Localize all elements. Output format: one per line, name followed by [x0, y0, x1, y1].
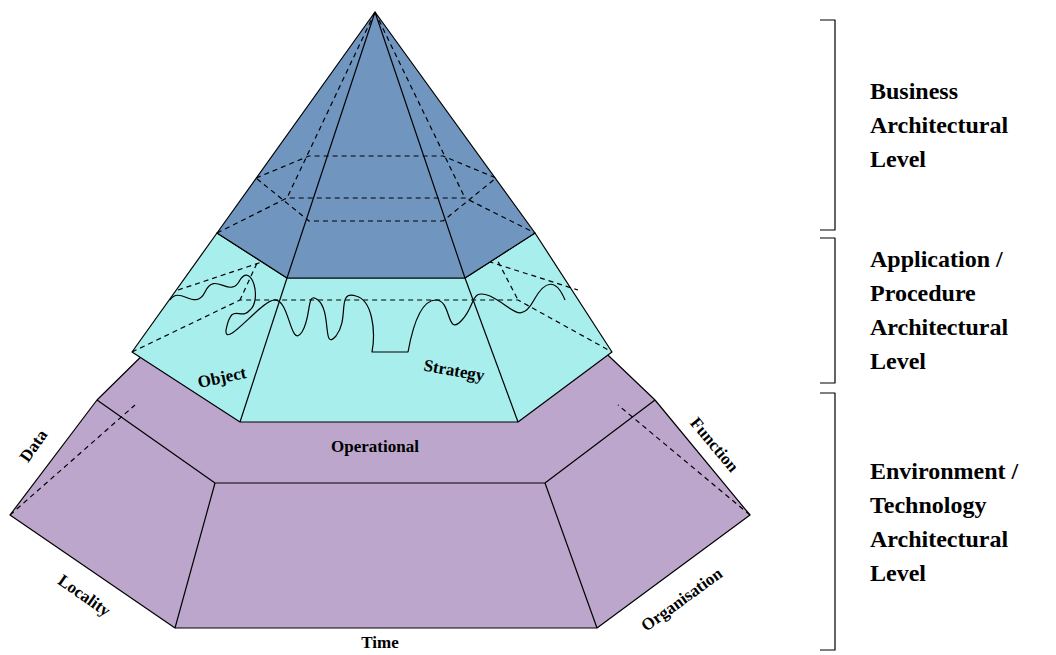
hidden-edge: [287, 12, 375, 198]
perspective-label: Operational: [331, 437, 419, 457]
level-label: Business Architectural Level: [870, 74, 1052, 176]
layer-edge: [175, 483, 215, 628]
perspective-label: Time: [361, 633, 398, 653]
level-bracket: [820, 238, 835, 383]
layer-edge: [287, 12, 375, 278]
wavy-line: [170, 275, 565, 352]
hidden-edge: [618, 405, 750, 515]
level-bracket: [820, 393, 835, 650]
layer-edge: [545, 483, 597, 628]
level-label: Application / Procedure Architectural Le…: [870, 242, 1052, 378]
perspective-label: Data: [16, 426, 52, 466]
layer-edge: [375, 12, 465, 278]
business-layer: [217, 12, 535, 278]
hidden-edge: [375, 12, 465, 198]
level-label: Environment / Technology Architectural L…: [870, 454, 1052, 590]
level-bracket: [820, 20, 835, 230]
hidden-edge: [132, 300, 612, 352]
hidden-edge: [10, 405, 135, 515]
hidden-edge: [217, 198, 535, 233]
hidden-edge: [256, 156, 496, 221]
